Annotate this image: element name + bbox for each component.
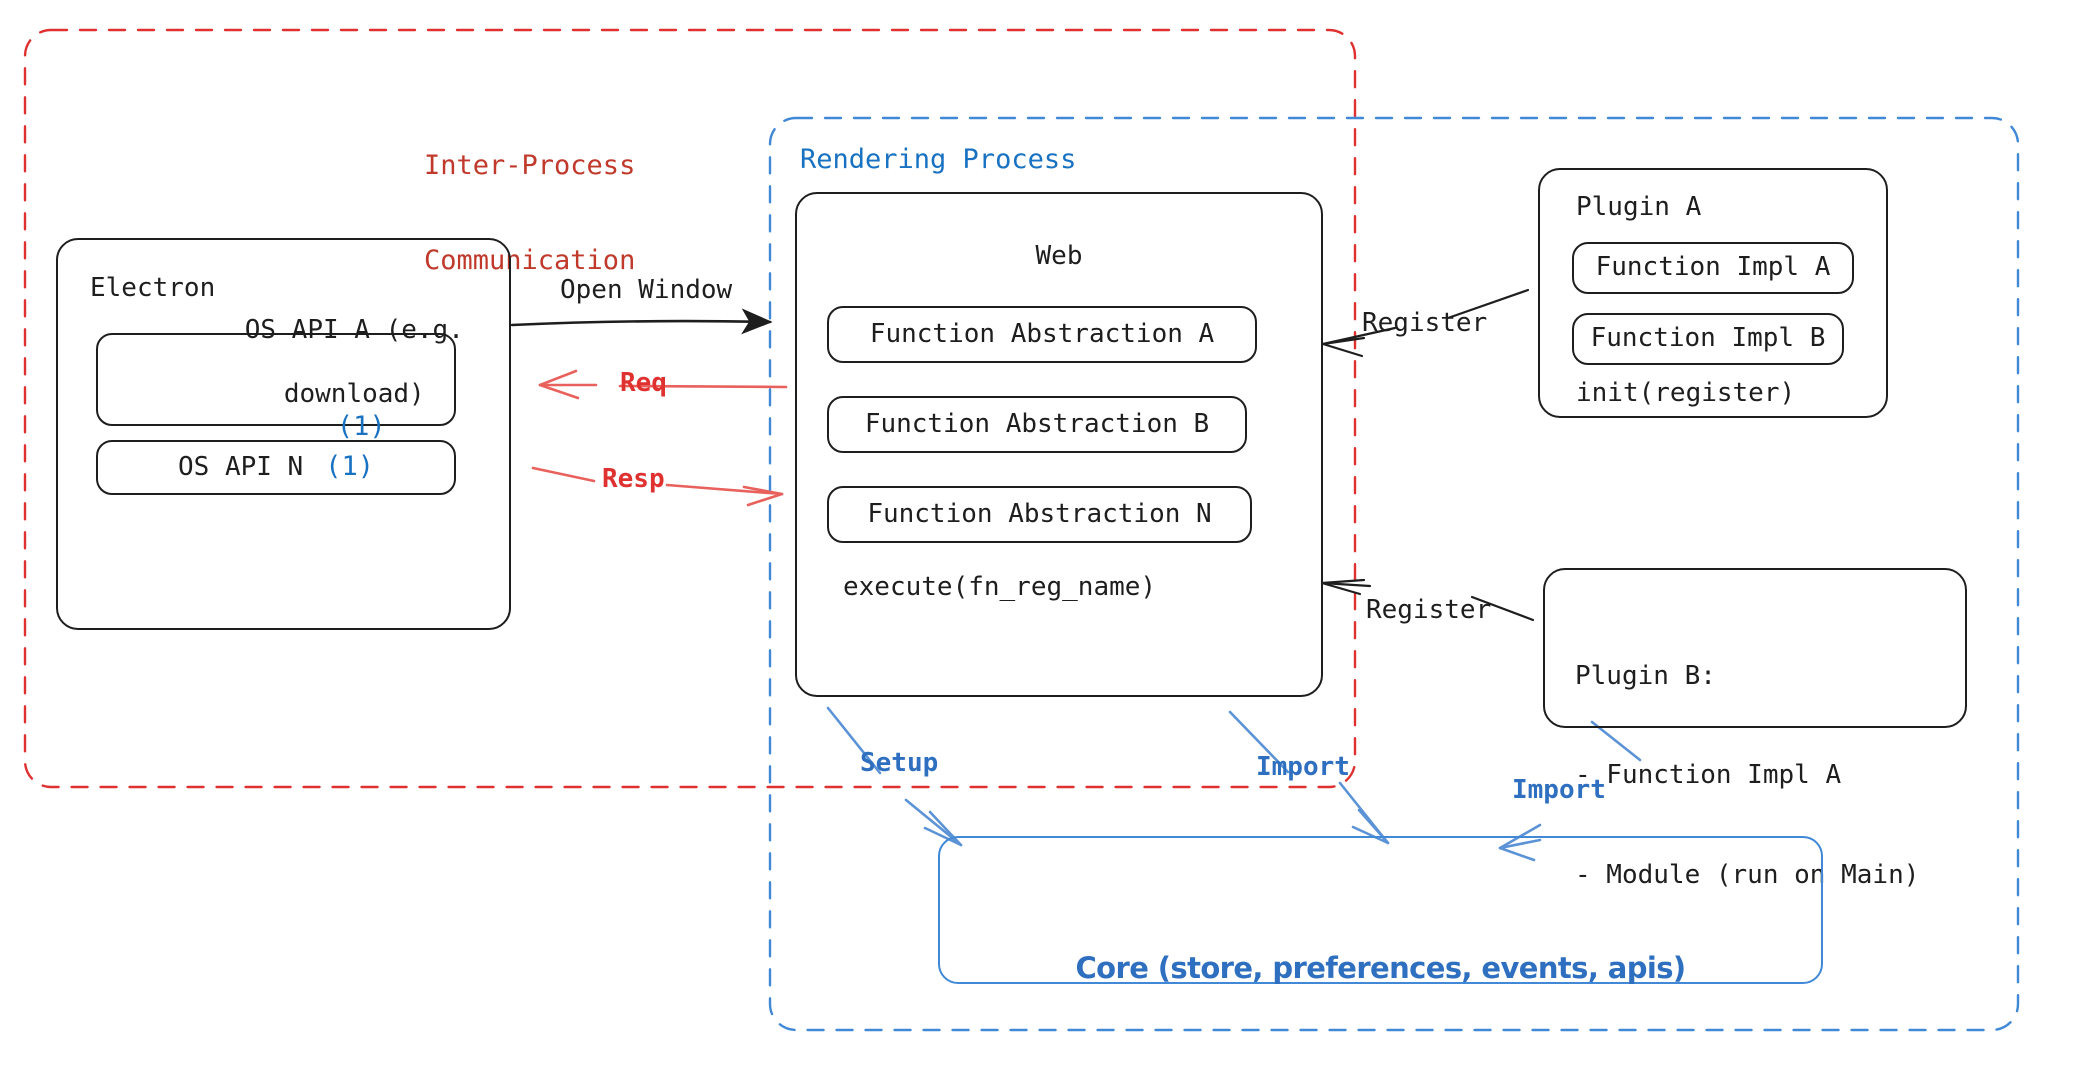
- os-api-a-box[interactable]: OS API A (e.g. download) (1): [96, 315, 464, 442]
- os-api-n-label: OS API N (1): [98, 442, 454, 493]
- import-web-core-edge-label: Import: [1256, 752, 1350, 782]
- function-impl-a-label: Function Impl A: [1595, 252, 1831, 283]
- setup-edge-label: Setup: [860, 748, 939, 778]
- os-api-a-line2: download): [283, 378, 425, 409]
- import-plugin-core-edge-label: Import: [1512, 775, 1606, 805]
- web-execute-label: execute(fn_reg_name): [843, 572, 1157, 602]
- core-text: Core (store, preferences, events, apis) …: [940, 868, 1821, 1066]
- req-edge-label: Req: [620, 368, 667, 398]
- resp-edge-label: Resp: [602, 464, 665, 494]
- open-window-edge-label: Open Window: [560, 275, 733, 305]
- function-abstraction-a-label: Function Abstraction A: [869, 318, 1215, 349]
- function-abstraction-n-label: Function Abstraction N: [867, 498, 1212, 529]
- register-plugin-a-edge-label: Register: [1362, 308, 1488, 338]
- function-impl-b-label: Function Impl B: [1590, 323, 1826, 354]
- web-box[interactable]: Web Function Abstraction A (2) Function …: [795, 192, 1323, 697]
- electron-box[interactable]: Electron OS API A (e.g. download) (1) OS…: [56, 238, 511, 630]
- os-api-a-line1: OS API A (e.g.: [244, 315, 464, 346]
- ipc-group-label-line1: Inter-Process: [424, 149, 636, 181]
- plugin-a-title: Plugin A: [1576, 192, 1702, 222]
- plugin-a-box[interactable]: Plugin A Function Impl A Function Impl B…: [1538, 168, 1888, 418]
- core-line-1: Core (store, preferences, events, apis): [1075, 951, 1686, 986]
- plugin-b-text: Plugin B: - Function Impl A - Module (ru…: [1575, 593, 1919, 959]
- os-api-n-badge: (1): [325, 451, 374, 483]
- core-box[interactable]: Core (store, preferences, events, apis) …: [938, 836, 1823, 985]
- plugin-b-item-2: - Module (run on Main): [1575, 860, 1920, 891]
- register-plugin-b-edge-label: Register: [1366, 595, 1492, 625]
- function-abstraction-n-box[interactable]: Function Abstraction N: [827, 486, 1252, 543]
- plugin-a-init-label: init(register): [1576, 378, 1796, 408]
- function-abstraction-b-label: Function Abstraction B: [864, 408, 1210, 439]
- rendering-process-group-label: Rendering Process: [800, 144, 1077, 175]
- os-api-a-badge: (1): [336, 410, 386, 442]
- plugin-b-box[interactable]: Plugin B: - Function Impl A - Module (ru…: [1543, 568, 1967, 890]
- function-impl-b-box[interactable]: Function Impl B: [1572, 313, 1844, 365]
- function-impl-a-box[interactable]: Function Impl A: [1572, 242, 1854, 294]
- os-api-n-line1: OS API N: [177, 451, 304, 482]
- os-api-n-box[interactable]: OS API N (1): [96, 440, 456, 495]
- ipc-group-label-line2: Communication: [424, 245, 636, 277]
- ipc-group-label: Inter-Process Communication: [424, 86, 635, 341]
- function-abstraction-a-box[interactable]: Function Abstraction A: [827, 306, 1257, 363]
- os-api-a-label: OS API A (e.g. download) (1): [98, 315, 464, 441]
- electron-title: Electron: [90, 273, 216, 303]
- web-title: Web: [1035, 241, 1083, 271]
- plugin-b-title: Plugin B:: [1575, 660, 1716, 691]
- function-abstraction-b-box[interactable]: Function Abstraction B: [827, 396, 1247, 453]
- plugin-b-item-1: - Function Impl A: [1575, 760, 1842, 791]
